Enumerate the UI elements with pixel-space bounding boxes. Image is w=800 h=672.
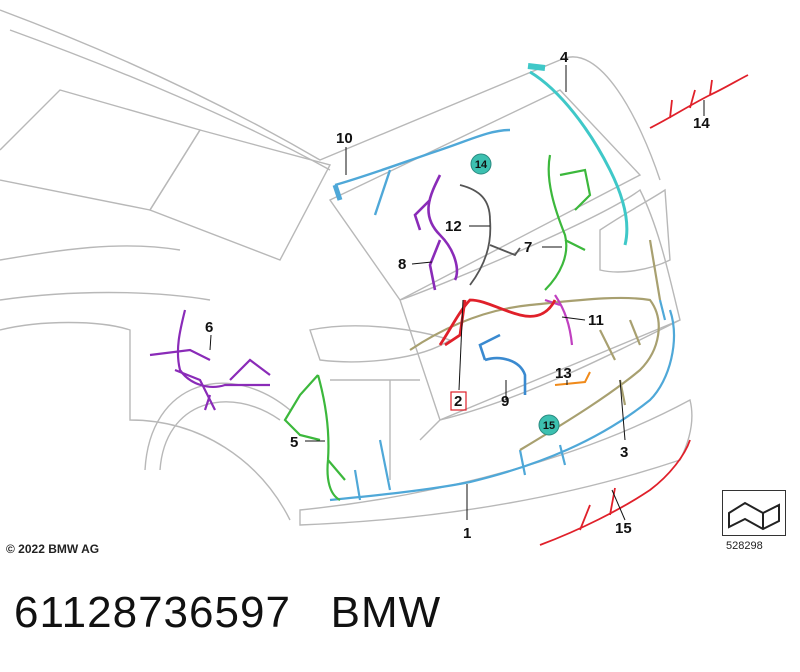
callout-1: 1 [463, 525, 471, 542]
callout-2-box [450, 391, 467, 411]
harness-11 [544, 294, 574, 346]
callout-11: 11 [588, 312, 604, 329]
reference-symbol [722, 490, 786, 536]
copyright-notice: © 2022 BMW AG [6, 542, 100, 556]
harness-2 [438, 298, 557, 347]
callout-9: 9 [501, 393, 509, 410]
callout-2: 2 [454, 393, 462, 410]
wiring-harness-diagram: 14 15 1 2 3 4 5 6 7 8 9 10 11 12 13 14 1… [0, 9, 749, 546]
harness-1 [329, 299, 676, 502]
callout-14: 14 [693, 115, 710, 132]
harness-13 [554, 371, 591, 386]
harness-7 [544, 154, 592, 291]
callout-15: 15 [615, 520, 632, 537]
callout-3: 3 [620, 444, 628, 461]
vehicle-body-outline [0, 9, 693, 526]
harness-9 [478, 333, 527, 395]
harness-14 [649, 74, 749, 129]
harness-symbol-icon [728, 501, 780, 531]
harness-8 [413, 174, 459, 291]
svg-text:15: 15 [543, 420, 555, 432]
harness-15 [539, 439, 691, 546]
callout-7: 7 [524, 239, 532, 256]
footer-caption: 61128736597 BMW [14, 588, 441, 638]
svg-text:14: 14 [475, 159, 488, 171]
harness-12 [459, 184, 521, 286]
callout-10: 10 [336, 130, 353, 147]
harness-4 [527, 63, 629, 246]
badge-15: 15 [538, 414, 560, 436]
part-number: 61128736597 [14, 588, 291, 637]
callout-13: 13 [555, 365, 572, 382]
callout-5: 5 [290, 434, 298, 451]
brand-name: BMW [330, 588, 442, 637]
callout-12: 12 [445, 218, 462, 235]
badge-14: 14 [470, 153, 492, 175]
harness-5 [283, 374, 346, 501]
callout-6: 6 [205, 319, 213, 336]
reference-number: 528298 [726, 540, 763, 552]
callout-4: 4 [560, 49, 569, 66]
callout-8: 8 [398, 256, 406, 273]
harness-10 [332, 128, 511, 216]
leader-lines [209, 65, 705, 521]
harness-6 [149, 309, 271, 411]
